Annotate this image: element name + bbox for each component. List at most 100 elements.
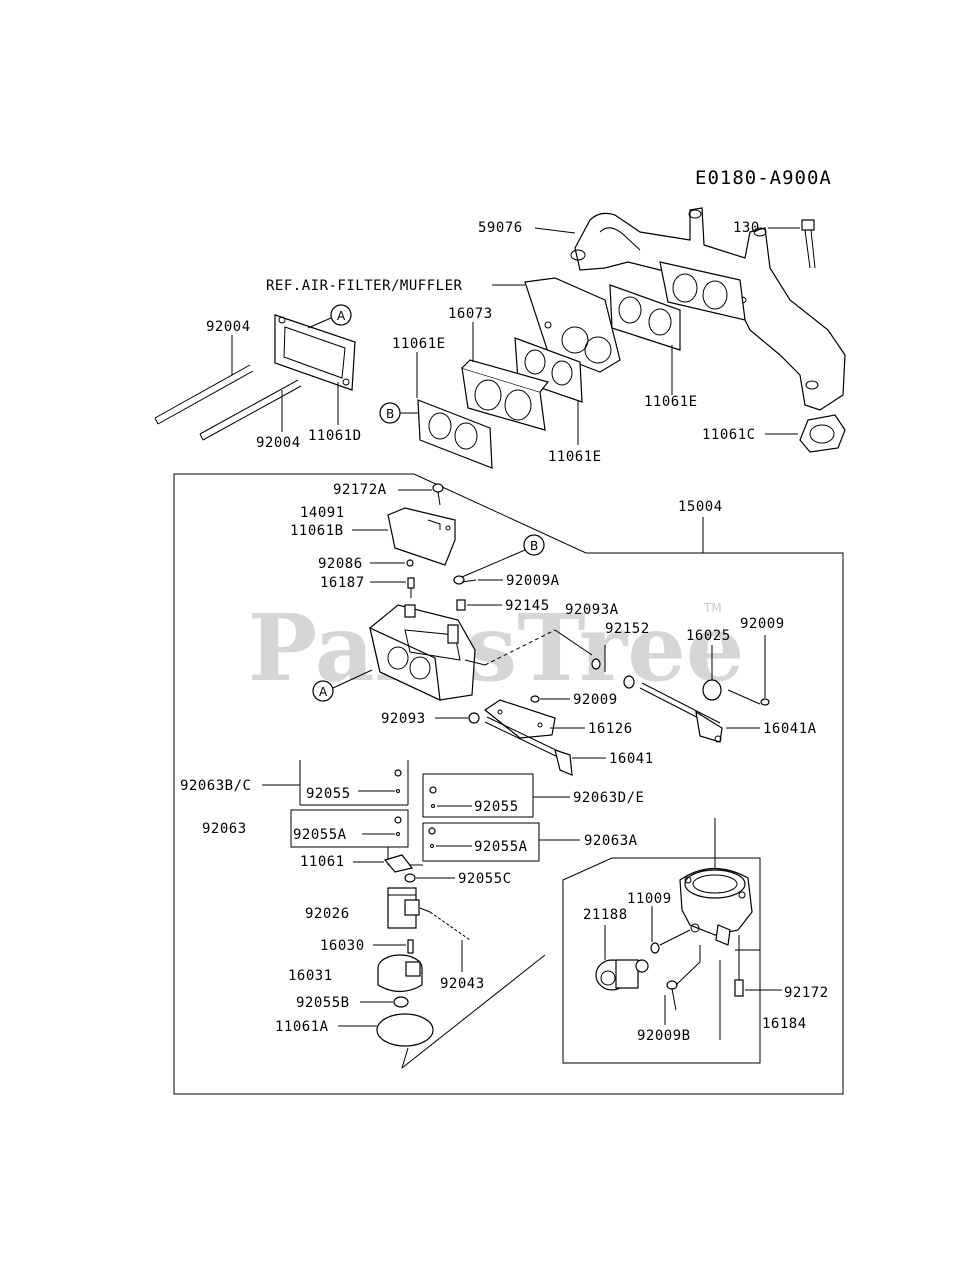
jet-group-92063a bbox=[422, 822, 580, 862]
label-16041: 16041 bbox=[609, 751, 654, 767]
label-92009-right: 92009 bbox=[740, 616, 785, 632]
label-92004-top: 92004 bbox=[206, 319, 251, 335]
label-92063: 92063 bbox=[202, 821, 247, 837]
callout-a-top bbox=[330, 304, 352, 326]
ref-note: REF.AIR-FILTER/MUFFLER bbox=[266, 278, 463, 294]
gasket-11061d bbox=[274, 314, 356, 391]
callout-a-carb bbox=[312, 680, 334, 702]
label-92055-b: 92055 bbox=[474, 799, 519, 815]
screw-16187 bbox=[407, 577, 415, 598]
label-92055-a: 92055 bbox=[306, 786, 351, 802]
cover-14091 bbox=[387, 507, 456, 566]
label-11061e-right: 11061E bbox=[644, 394, 698, 410]
screw-92172a bbox=[432, 483, 444, 506]
label-16126: 16126 bbox=[588, 721, 633, 737]
washer-11009 bbox=[650, 942, 660, 954]
svg-text:A: A bbox=[337, 309, 346, 323]
label-92009a: 92009A bbox=[506, 573, 560, 589]
oring-92055c bbox=[404, 873, 416, 883]
bolt-130 bbox=[801, 219, 816, 269]
label-11061e-mid: 11061E bbox=[548, 449, 602, 465]
carburetor-assembly-frame bbox=[173, 473, 844, 1095]
oring-92086 bbox=[406, 559, 414, 567]
label-16025: 16025 bbox=[686, 628, 731, 644]
screw-92009-mid bbox=[530, 695, 540, 703]
label-15004: 15004 bbox=[678, 499, 723, 515]
screw-92009-right bbox=[760, 698, 770, 706]
label-11061e-left: 11061E bbox=[392, 336, 446, 352]
carburetor-body bbox=[369, 604, 486, 701]
throttle-shaft-16041a bbox=[639, 682, 723, 743]
float-bowl bbox=[679, 867, 753, 946]
label-92055c: 92055C bbox=[458, 871, 512, 887]
label-92093: 92093 bbox=[381, 711, 426, 727]
svg-text:B: B bbox=[386, 407, 394, 421]
seal-92093a bbox=[623, 675, 635, 689]
gasket-11061c bbox=[799, 414, 846, 453]
washer-92152 bbox=[591, 658, 601, 670]
label-11061b: 11061B bbox=[290, 523, 344, 539]
label-11061c: 11061C bbox=[702, 427, 756, 443]
label-92043: 92043 bbox=[440, 976, 485, 992]
label-92004-bottom: 92004 bbox=[256, 435, 301, 451]
label-11061a: 11061A bbox=[275, 1019, 329, 1035]
label-11061: 11061 bbox=[300, 854, 345, 870]
float-16031 bbox=[377, 954, 423, 993]
svg-text:B: B bbox=[530, 539, 538, 553]
label-92055a-left: 92055A bbox=[293, 827, 347, 843]
label-14091: 14091 bbox=[300, 505, 345, 521]
label-92086: 92086 bbox=[318, 556, 363, 572]
label-92055b: 92055B bbox=[296, 995, 350, 1011]
label-92093a: 92093A bbox=[565, 602, 619, 618]
gasket-11061e-right bbox=[609, 284, 681, 351]
seal-92093 bbox=[468, 712, 480, 724]
label-16031: 16031 bbox=[288, 968, 333, 984]
needle-16030 bbox=[407, 939, 414, 954]
bolt-92172 bbox=[734, 935, 744, 997]
label-92026: 92026 bbox=[305, 906, 350, 922]
label-16041a: 16041A bbox=[763, 721, 817, 737]
gasket-11061a bbox=[376, 1013, 434, 1047]
sub-assembly-frame bbox=[562, 857, 761, 1064]
label-16073: 16073 bbox=[448, 306, 493, 322]
label-92152: 92152 bbox=[605, 621, 650, 637]
label-130: 130 bbox=[733, 220, 760, 236]
label-16187: 16187 bbox=[320, 575, 365, 591]
jet-group-92063de bbox=[422, 773, 570, 818]
svg-text:A: A bbox=[319, 685, 328, 699]
jet-group-92055a-left bbox=[290, 809, 409, 848]
label-92172a: 92172A bbox=[333, 482, 387, 498]
stud-92004-top bbox=[154, 364, 254, 425]
jet-group-92063bc bbox=[262, 760, 409, 806]
label-92009-mid: 92009 bbox=[573, 692, 618, 708]
spring-92145 bbox=[456, 599, 466, 611]
screw-92009a bbox=[453, 575, 477, 585]
label-21188: 21188 bbox=[583, 907, 628, 923]
label-11061d: 11061D bbox=[308, 428, 362, 444]
label-59076: 59076 bbox=[478, 220, 523, 236]
label-92145: 92145 bbox=[505, 598, 550, 614]
label-16184: 16184 bbox=[762, 1016, 807, 1032]
label-11009: 11009 bbox=[627, 891, 672, 907]
gasket-11061 bbox=[383, 854, 414, 873]
gasket-11061e-mid bbox=[514, 337, 583, 403]
stud-92004-bottom bbox=[199, 379, 302, 441]
callout-b-carb bbox=[523, 534, 545, 556]
label-92009b: 92009B bbox=[637, 1028, 691, 1044]
label-92063bc: 92063B/C bbox=[180, 778, 251, 794]
gasket-11061e-left bbox=[417, 399, 493, 469]
choke-lever-16126 bbox=[483, 699, 556, 739]
pin-92043 bbox=[429, 911, 471, 941]
label-92172: 92172 bbox=[784, 985, 829, 1001]
label-16030: 16030 bbox=[320, 938, 365, 954]
label-92063de: 92063D/E bbox=[573, 790, 644, 806]
throttle-plate-16025 bbox=[702, 679, 722, 701]
diagram-code: E0180-A900A bbox=[695, 167, 832, 189]
label-92063a: 92063A bbox=[584, 833, 638, 849]
oring-92055b bbox=[393, 996, 409, 1008]
solenoid-21188 bbox=[595, 959, 649, 991]
intake-manifold bbox=[570, 207, 846, 411]
label-92055a-right: 92055A bbox=[474, 839, 528, 855]
choke-shaft-16041 bbox=[484, 716, 573, 776]
